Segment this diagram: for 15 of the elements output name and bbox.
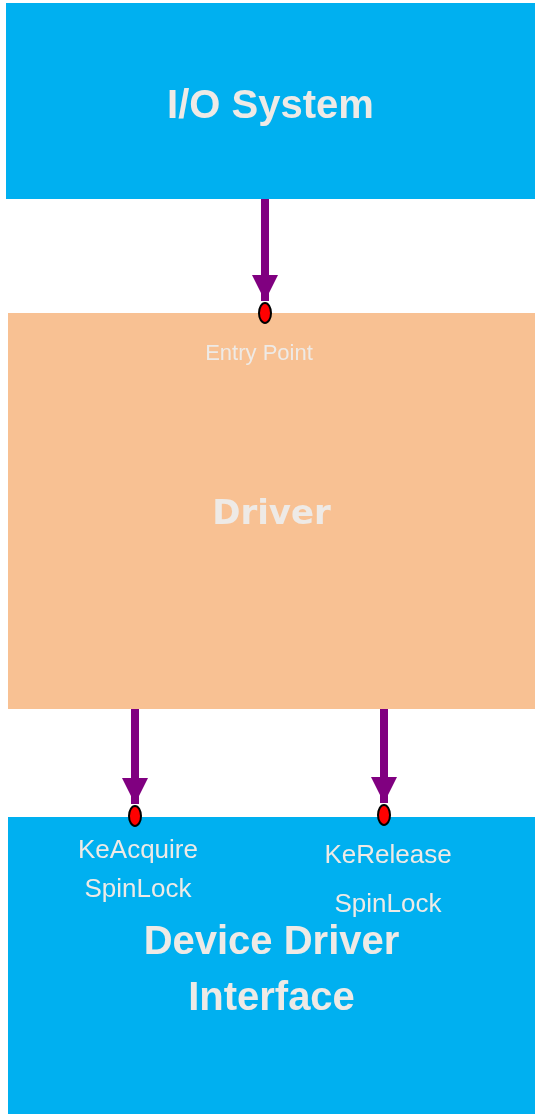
block-title: I/O System [166, 81, 375, 128]
block-title: Device Driver Interface [142, 917, 401, 1020]
entry-label: KeAcquire SpinLock [77, 833, 199, 905]
connection-dot [128, 805, 142, 827]
arrow [371, 709, 397, 803]
connection-dot [258, 302, 272, 324]
block [8, 817, 535, 1114]
entry-label: KeRelease SpinLock [323, 838, 453, 920]
block [8, 313, 535, 709]
entry-label: Entry Point [204, 340, 314, 366]
block-title: Driver [211, 491, 332, 535]
arrow [252, 199, 278, 301]
block [6, 3, 535, 199]
connection-dot [377, 804, 391, 826]
arrow [122, 709, 148, 804]
